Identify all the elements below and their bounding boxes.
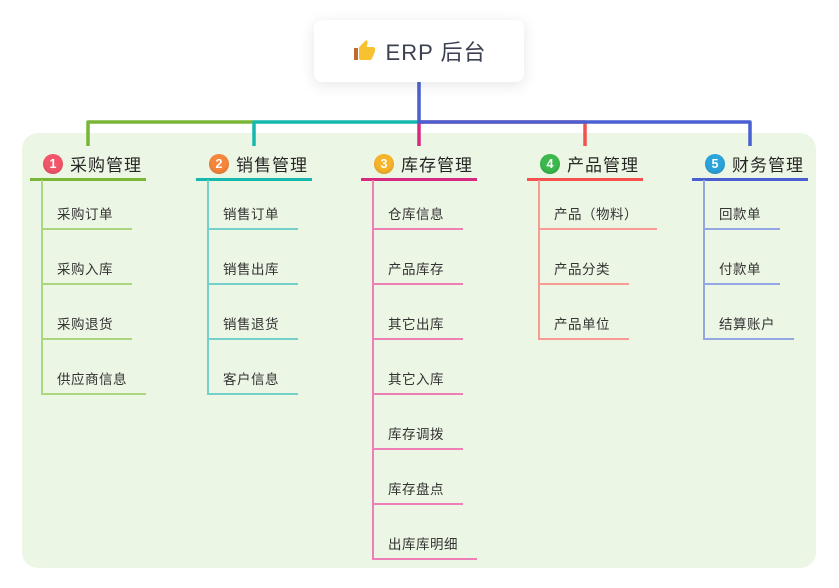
child-node[interactable]: 采购订单	[43, 180, 132, 230]
child-node[interactable]: 库存调拨	[374, 395, 463, 450]
child-node[interactable]: 供应商信息	[43, 340, 146, 395]
child-node[interactable]: 客户信息	[209, 340, 298, 395]
thumbs-up-icon	[353, 40, 375, 60]
branch-node-label: 采购管理	[70, 156, 142, 175]
branch-node-2[interactable]: 2 销售管理	[196, 149, 312, 181]
child-node[interactable]: 产品（物料）	[540, 180, 657, 230]
child-node-label: 采购入库	[57, 261, 113, 277]
branch-node-label: 产品管理	[567, 156, 639, 175]
branch-children-3: 仓库信息产品库存其它出库其它入库库存调拨库存盘点出库库明细	[372, 180, 477, 560]
child-node-label: 出库库明细	[388, 536, 458, 552]
root-node[interactable]: ERP 后台	[314, 20, 524, 82]
branch-node-label: 库存管理	[401, 156, 473, 175]
child-node-label: 库存调拨	[388, 426, 444, 442]
branch-children-1: 采购订单采购入库采购退货供应商信息	[41, 180, 146, 395]
child-node[interactable]: 产品分类	[540, 230, 629, 285]
branch-node-5[interactable]: 5 财务管理	[692, 149, 808, 181]
child-node[interactable]: 产品库存	[374, 230, 463, 285]
child-node[interactable]: 销售出库	[209, 230, 298, 285]
branch-children-4: 产品（物料） 产品分类产品单位	[538, 180, 657, 340]
child-node[interactable]: 销售订单	[209, 180, 298, 230]
child-node[interactable]: 回款单	[705, 180, 780, 230]
child-node-label: 仓库信息	[388, 206, 444, 222]
branch-node-4[interactable]: 4 产品管理	[527, 149, 643, 181]
child-node-label: 供应商信息	[57, 371, 127, 387]
child-node-label: 销售退货	[223, 316, 279, 332]
child-node-label: 付款单	[719, 261, 761, 277]
branch-children-5: 回款单付款单结算账户	[703, 180, 794, 340]
child-node-label: 销售订单	[223, 206, 279, 222]
branch-number-badge: 1	[43, 153, 63, 174]
child-node-label: 产品库存	[388, 261, 444, 277]
child-node[interactable]: 出库库明细	[374, 505, 477, 560]
branch-node-label: 财务管理	[732, 156, 804, 175]
child-node[interactable]: 其它入库	[374, 340, 463, 395]
branch-node-3[interactable]: 3 库存管理	[361, 149, 477, 181]
branch-node-1[interactable]: 1 采购管理	[30, 149, 146, 181]
child-node[interactable]: 其它出库	[374, 285, 463, 340]
child-node-label: 产品分类	[554, 261, 610, 277]
child-node[interactable]: 销售退货	[209, 285, 298, 340]
child-node-label: 库存盘点	[388, 481, 444, 497]
child-node-label: 其它入库	[388, 371, 444, 387]
child-node-label: 采购订单	[57, 206, 113, 222]
child-node[interactable]: 付款单	[705, 230, 780, 285]
branch-number-badge: 5	[705, 153, 725, 174]
root-node-title: ERP 后台	[385, 40, 487, 65]
child-node-label: 结算账户	[719, 316, 775, 332]
child-node[interactable]: 产品单位	[540, 285, 629, 340]
child-node[interactable]: 仓库信息	[374, 180, 463, 230]
branch-number-badge: 4	[540, 153, 560, 174]
child-node-label: 产品单位	[554, 316, 610, 332]
child-node-label: 回款单	[719, 206, 761, 222]
child-node-label: 销售出库	[223, 261, 279, 277]
branch-number-badge: 2	[209, 153, 229, 174]
branch-number-badge: 3	[374, 153, 394, 174]
child-node[interactable]: 库存盘点	[374, 450, 463, 505]
child-node-label: 采购退货	[57, 316, 113, 332]
child-node-label: 产品（物料）	[554, 206, 638, 222]
branch-node-label: 销售管理	[236, 156, 308, 175]
child-node[interactable]: 采购退货	[43, 285, 132, 340]
child-node-label: 客户信息	[223, 371, 279, 387]
child-node[interactable]: 采购入库	[43, 230, 132, 285]
child-node-label: 其它出库	[388, 316, 444, 332]
branch-children-2: 销售订单销售出库销售退货客户信息	[207, 180, 298, 395]
branches-panel	[22, 133, 816, 568]
child-node[interactable]: 结算账户	[705, 285, 794, 340]
